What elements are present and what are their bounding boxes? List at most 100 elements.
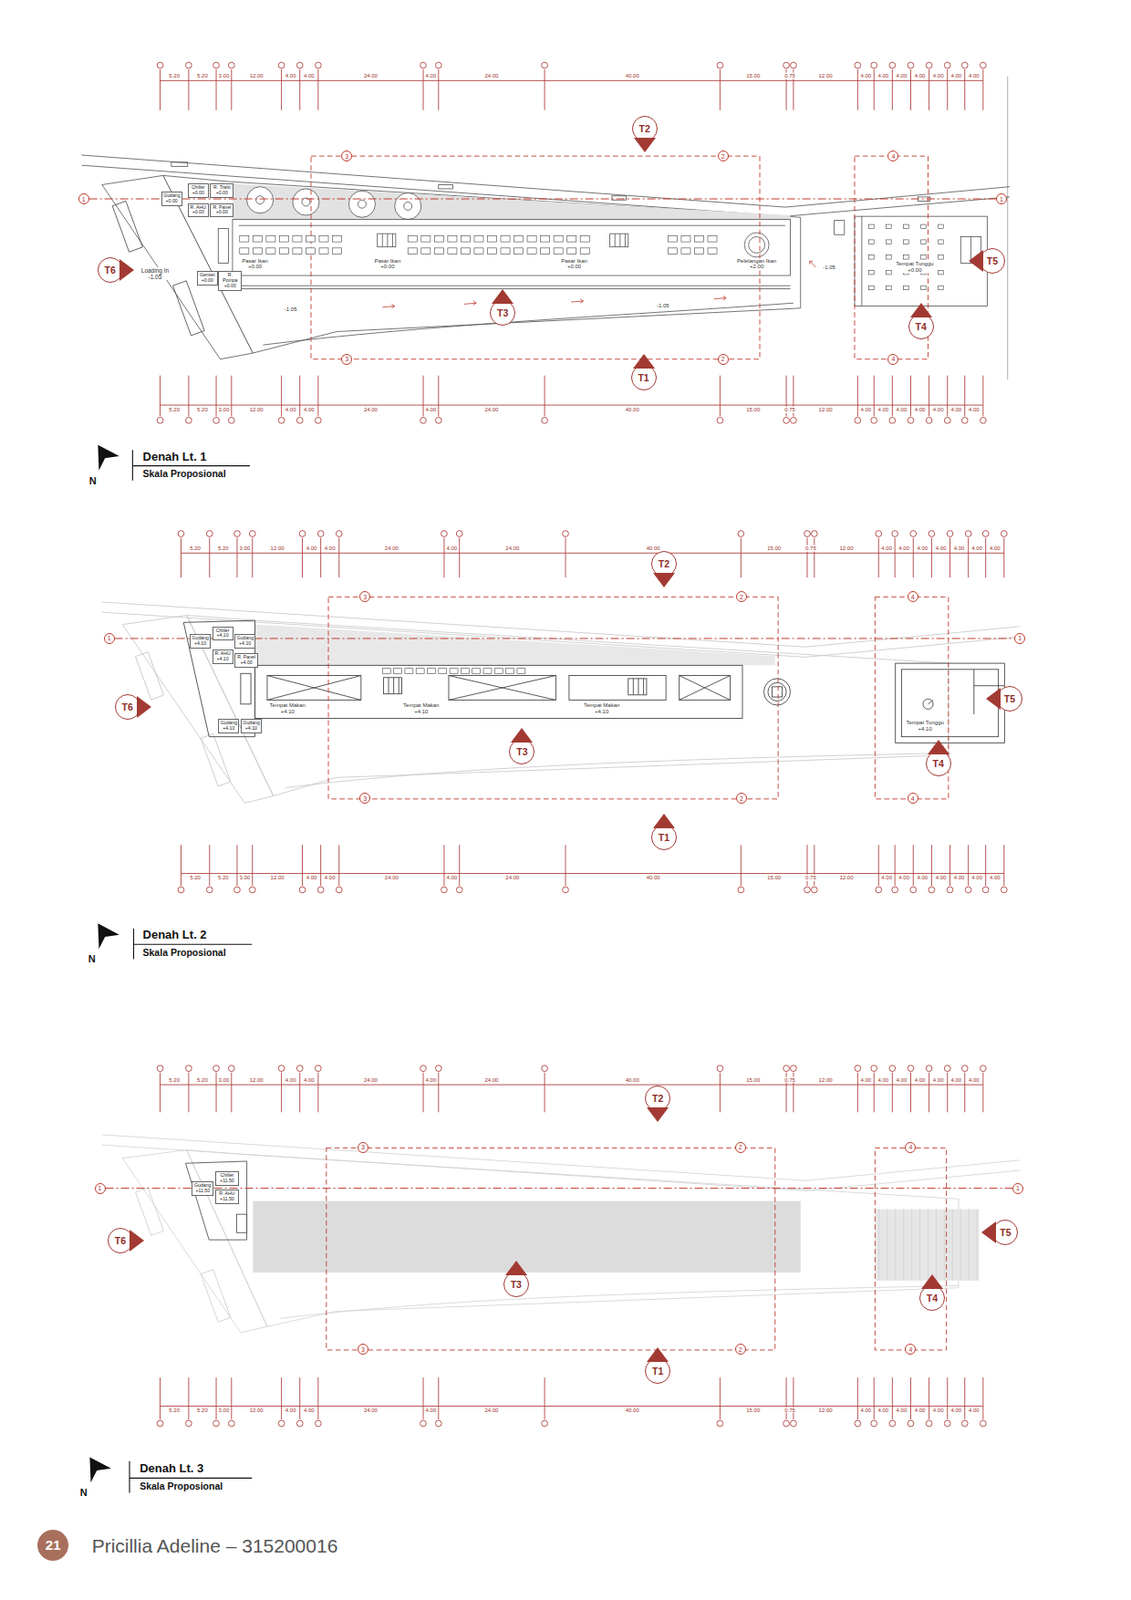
- dimension-chain: [228, 62, 235, 69]
- dimension-chain: [251, 538, 253, 579]
- dimension-chain: [420, 417, 427, 425]
- market-stall: [667, 248, 677, 255]
- market-stall: [474, 248, 484, 255]
- room-name: Gudang +4.10: [191, 635, 208, 647]
- section-label: T3: [516, 746, 528, 758]
- grid-number: 4: [911, 593, 915, 601]
- dimension-chain: [964, 375, 965, 417]
- section-marker: T1: [631, 364, 657, 391]
- dimension-chain: [423, 69, 425, 111]
- dimension-label: 0.75: [783, 1076, 797, 1083]
- plan-level-2: [679, 675, 731, 701]
- plan-level-2: [388, 677, 390, 695]
- dimension-chain: [806, 538, 808, 579]
- dimension-chain: [234, 530, 241, 538]
- section-arrow: [632, 353, 655, 369]
- room-box: R. Panel +0.00: [209, 203, 234, 218]
- market-stall: [407, 235, 417, 242]
- section-marker: T4: [925, 750, 952, 777]
- market-stall: [938, 269, 945, 274]
- plan-level-1: [834, 220, 845, 236]
- plan-level-2: [628, 678, 647, 696]
- dimension-chain: [280, 1072, 282, 1113]
- plan-level-1: [81, 76, 1009, 380]
- dimension-label: 15.00: [745, 72, 761, 80]
- dimension-chain: [928, 530, 935, 538]
- dimension-label: 40.00: [624, 1407, 641, 1414]
- dimension-label: 24.00: [483, 406, 499, 414]
- dimension-chain: [541, 62, 549, 69]
- dimension-label: 3.00: [217, 1407, 231, 1414]
- dimension-chain: [435, 417, 442, 425]
- plan-level-1: [854, 216, 987, 306]
- dimension-label: 15.00: [745, 1076, 761, 1083]
- section-boxes: [328, 596, 779, 799]
- grid-number: 3: [361, 1346, 365, 1353]
- room-box: R. Trafo +0.00: [209, 183, 234, 198]
- dimension-label: 12.00: [839, 874, 855, 882]
- dimension-label: 4.00: [323, 545, 337, 552]
- room-name: R. AHU +0.00: [189, 205, 207, 217]
- market-stall: [869, 224, 875, 229]
- market-stall: [903, 255, 910, 260]
- plan-level-1: [232, 285, 791, 287]
- market-stall: [938, 239, 945, 244]
- market-stall: [447, 235, 457, 242]
- plan-level-1: [394, 192, 422, 219]
- section-label: T4: [915, 321, 927, 333]
- dimension-chain: [949, 538, 951, 579]
- level-label: -1.05: [283, 305, 299, 312]
- dimension-chain: [278, 1065, 285, 1072]
- market-stall: [694, 248, 704, 255]
- plan-level-2-context: [102, 601, 1020, 647]
- plan-level-1: [238, 225, 786, 227]
- roof-grid: [902, 1209, 904, 1281]
- dimension-chain: [944, 62, 951, 69]
- dimension-chain: [299, 69, 301, 111]
- dimension-chain: [180, 552, 1004, 554]
- dimension-label: 12.00: [249, 1076, 265, 1083]
- dimension-chain: [964, 69, 965, 111]
- dimension-chain: [928, 1377, 930, 1420]
- market-stall: [305, 235, 315, 242]
- dimension-chain: [187, 69, 189, 111]
- room-name: Chiller +11.50: [217, 1172, 237, 1184]
- dimension-label: 12.00: [269, 545, 286, 552]
- dimension-chain: [944, 417, 951, 425]
- section-arrow: [646, 1347, 669, 1362]
- room-box: R. Panel +4.00: [234, 653, 259, 668]
- plan-level-3-context: [186, 1150, 959, 1328]
- market-stall: [903, 239, 910, 244]
- dimension-chain: [565, 844, 567, 886]
- dimension-label: 24.00: [383, 545, 400, 552]
- dimension-label: 15.00: [766, 545, 782, 552]
- dimension-chain: [160, 404, 984, 406]
- dimension-chain: [982, 69, 984, 111]
- dimension-chain: [980, 1065, 987, 1072]
- dimension-chain: [946, 530, 954, 538]
- dimension-chain: [892, 886, 899, 893]
- dimension-label: 4.00: [425, 72, 438, 80]
- dimension-label: 4.00: [876, 72, 890, 80]
- dimension-label: 5.20: [188, 874, 202, 882]
- dimension-chain: [562, 530, 570, 538]
- section-boxes: [874, 596, 949, 799]
- grid-number: 4: [909, 1346, 914, 1353]
- dimension-label: 4.00: [949, 1407, 963, 1414]
- grid-bubble: 4: [907, 792, 919, 804]
- section-arrow: [653, 572, 675, 588]
- section-label: T6: [104, 264, 116, 276]
- dimension-label: 4.00: [284, 72, 298, 80]
- plan-title: Denah Lt. 3: [139, 1462, 204, 1475]
- plan-level-2: [901, 669, 998, 737]
- plan-level-2: [267, 675, 362, 701]
- dimension-chain: [792, 1377, 794, 1420]
- room-box: Chiller +0.00: [187, 183, 209, 198]
- dimension-chain: [854, 1065, 862, 1072]
- dimension-chain: [544, 1072, 546, 1113]
- market-stall: [292, 248, 302, 255]
- dimension-chain: [296, 1065, 303, 1072]
- section-boxes: [311, 155, 760, 360]
- scale-note: Skala Proposional: [143, 947, 227, 959]
